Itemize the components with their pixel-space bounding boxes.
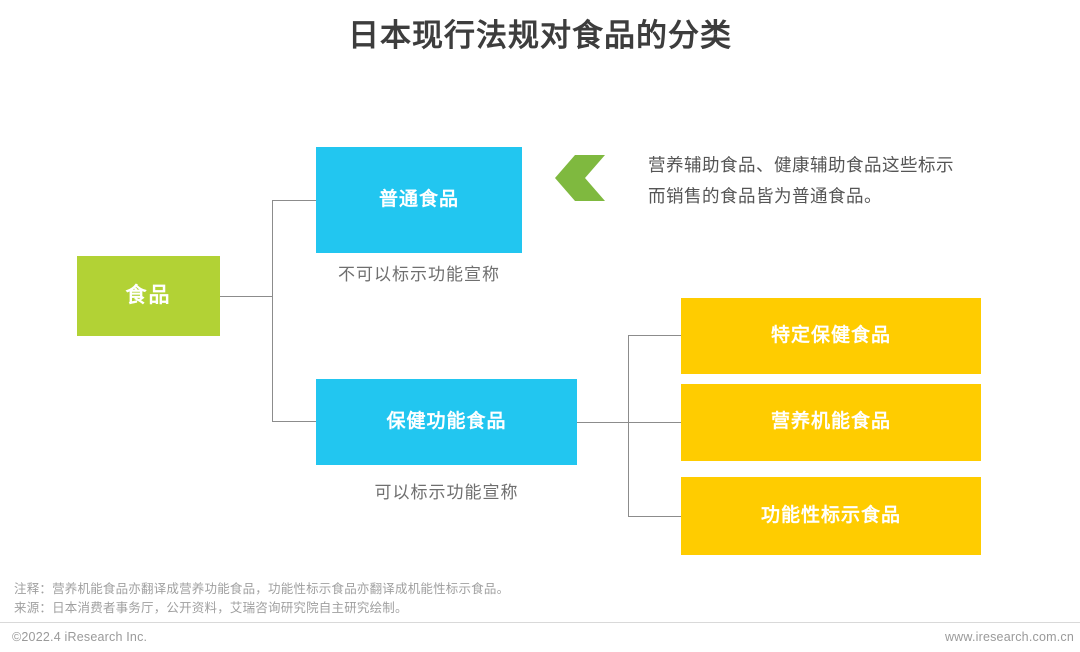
connector-to-health-food xyxy=(272,421,317,422)
node-normal-food[interactable]: 普通食品 xyxy=(316,147,522,253)
connector-level2-spine xyxy=(272,200,273,422)
connector-root-stem xyxy=(220,296,273,297)
page-title: 日本现行法规对食品的分类 xyxy=(348,18,732,53)
connector-to-functional xyxy=(628,516,682,517)
annotation-text: 营养辅助食品、健康辅助食品这些标示 而销售的食品皆为普通食品。 xyxy=(648,150,1008,212)
annotation-line-1: 营养辅助食品、健康辅助食品这些标示 xyxy=(648,155,954,175)
connector-level3-spine xyxy=(628,335,629,517)
connector-to-tokutei xyxy=(628,335,682,336)
node-health-function-food[interactable]: 保健功能食品 xyxy=(316,379,577,465)
node-tokutei-hoken-food-label: 特定保健食品 xyxy=(770,324,891,346)
node-functional-claim-food[interactable]: 功能性标示食品 xyxy=(681,477,981,555)
footer-divider xyxy=(0,622,1080,623)
node-nutrient-function-food-label: 营养机能食品 xyxy=(770,411,891,433)
node-normal-food-label: 普通食品 xyxy=(378,188,459,210)
footer-copyright: ©2022.4 iResearch Inc. xyxy=(12,630,148,644)
node-functional-claim-food-label: 功能性标示食品 xyxy=(760,504,901,526)
node-health-function-food-label: 保健功能食品 xyxy=(386,410,507,432)
annotation-line-2: 而销售的食品皆为普通食品。 xyxy=(648,186,882,206)
footnote-source: 来源：日本消费者事务厅，公开资料，艾瑞咨询研究院自主研究绘制。 xyxy=(14,601,408,615)
caption-normal-food: 不可以标示功能宣称 xyxy=(338,265,500,284)
connector-to-nutrient xyxy=(628,422,682,423)
caption-health-function-food: 可以标示功能宣称 xyxy=(374,483,519,502)
footnote-note: 注释：营养机能食品亦翻译成营养功能食品，功能性标示食品亦翻译成机能性标示食品。 xyxy=(14,582,510,596)
footnotes: 注释：营养机能食品亦翻译成营养功能食品，功能性标示食品亦翻译成机能性标示食品。 … xyxy=(14,580,509,618)
connector-to-normal-food xyxy=(272,200,317,201)
footer-url[interactable]: www.iresearch.com.cn xyxy=(944,630,1074,644)
node-food-root-label: 食品 xyxy=(125,284,172,308)
left-chevron-arrow-icon xyxy=(555,155,605,201)
node-tokutei-hoken-food[interactable]: 特定保健食品 xyxy=(681,298,981,374)
node-nutrient-function-food[interactable]: 营养机能食品 xyxy=(681,384,981,461)
node-food-root[interactable]: 食品 xyxy=(77,256,220,336)
connector-health-stem xyxy=(577,422,629,423)
